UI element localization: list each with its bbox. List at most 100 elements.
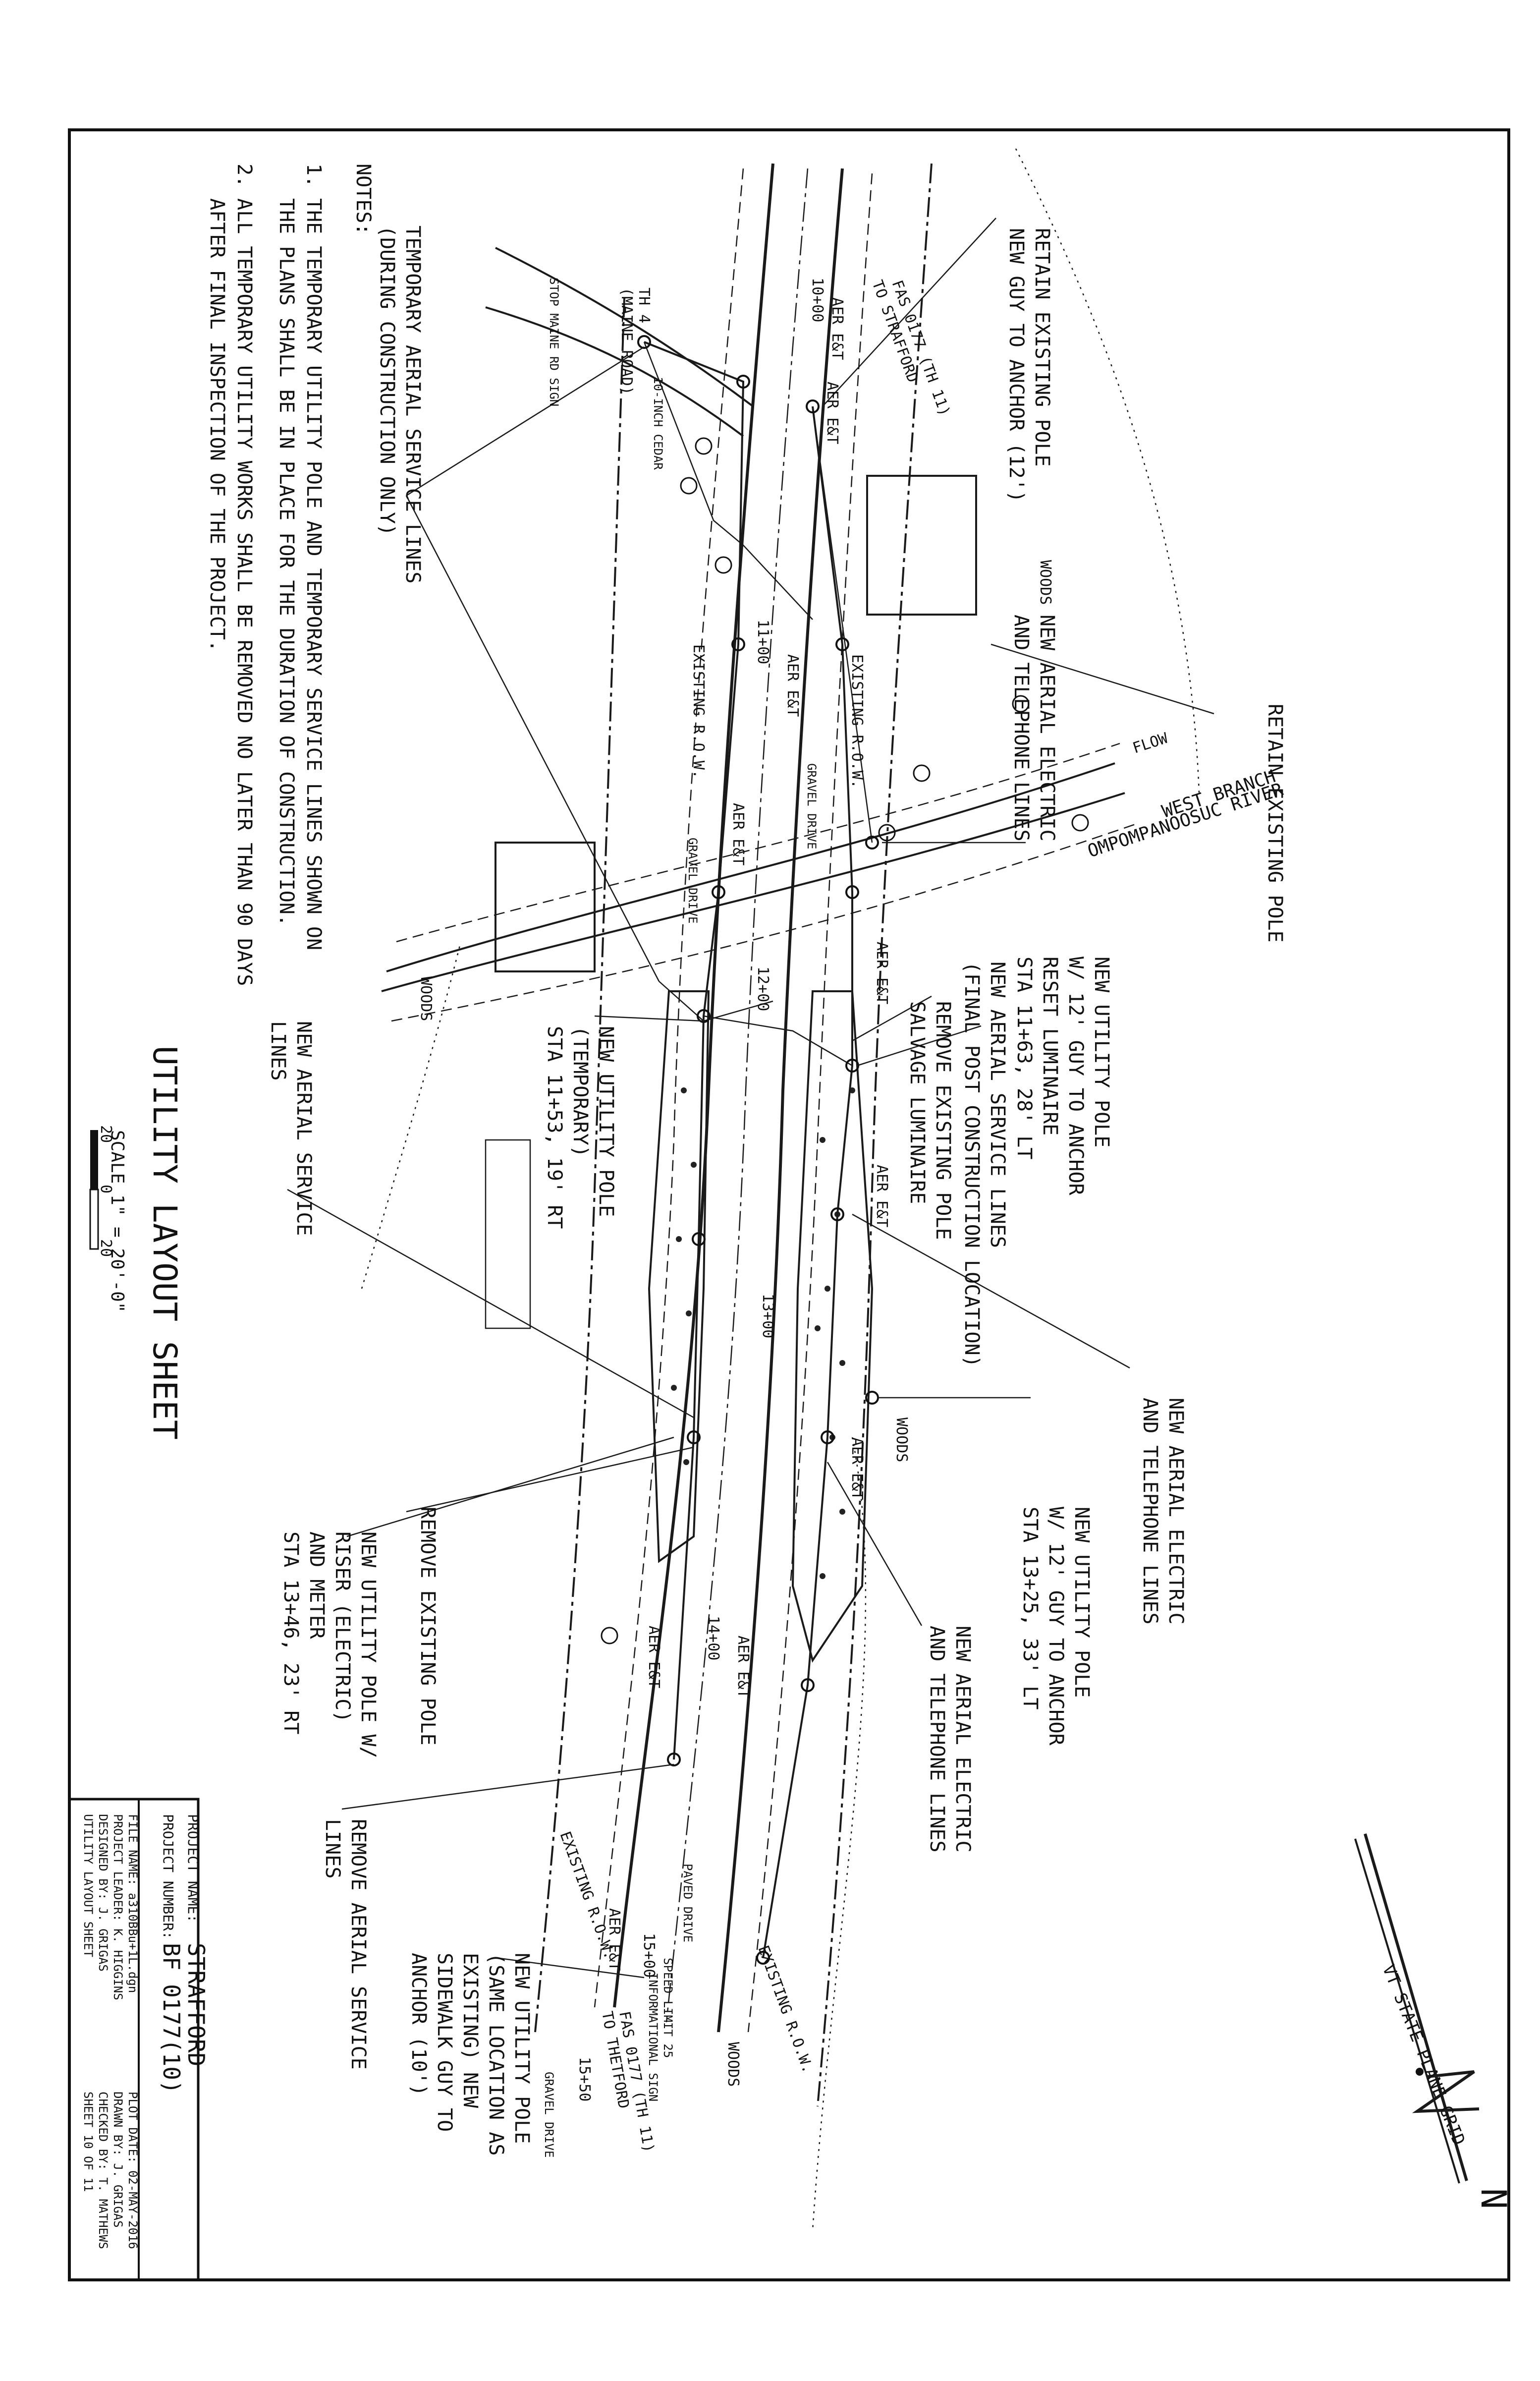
callout-line: NEW AERIAL ELECTRIC (1164, 1398, 1187, 1625)
title-block-line: PLOT DATE: 02-MAY-2016 (126, 2092, 140, 2249)
title-block-line: DRAWN BY: J. GRIGAS (111, 2092, 125, 2228)
callout-line: AND TELEPHONE LINES (1139, 1398, 1161, 1625)
callout-line: AND METER (305, 1531, 328, 1640)
callout: NEW UTILITY POLE (SAME LOCATION AS EXIST… (407, 1953, 533, 2155)
callout-line: (FINAL POST CONSTRUCTION LOCATION) (960, 962, 983, 1367)
callout: NEW AERIAL ELECTRIC AND TELEPHONE LINES (926, 1626, 974, 1853)
aer-label: AER E&T (848, 1437, 866, 1500)
callout-line: RESET LUMINAIRE (1039, 957, 1061, 1135)
title-block-line: SHEET 10 OF 11 (81, 2092, 95, 2192)
tree-lines (361, 148, 1200, 2231)
callout-line: (SAME LOCATION AS (485, 1953, 507, 2155)
callout-line: NEW AERIAL SERVICE LINES (986, 962, 1009, 1248)
callout-line: RETAIN EXISTING POLE (1031, 228, 1053, 467)
callout-line: SIDEWALK GUY TO (433, 1953, 456, 2132)
project-title-block: PROJECT NAME: STRAFFORD PROJECT NUMBER: … (68, 1798, 210, 2281)
callout: REMOVE AERIAL SERVICE LINES (321, 1819, 370, 2070)
sheet-title-block: UTILITY LAYOUT SHEET SCALE 1" = 20'-0" 2… (89, 1046, 184, 1440)
callout-line: STA 13+46, 23' RT (279, 1531, 302, 1734)
scale-tick: 20 (97, 1125, 114, 1143)
title-block-line: PROJECT LEADER: K. HIGGINS (111, 1814, 125, 2000)
note-line: THE PLANS SHALL BE IN PLACE FOR THE DURA… (275, 198, 298, 926)
callout-line: W/ 12' GUY TO ANCHOR (1045, 1507, 1067, 1746)
woods-label: WOODS (417, 976, 435, 1021)
callout: NEW UTILITY POLE W/ RISER (ELECTRIC) AND… (279, 1531, 380, 1758)
title-block-line: DESIGNED BY: J. GRIGAS (96, 1814, 110, 1972)
tree-symbols (601, 437, 1089, 1644)
station-label: 15+00 (640, 1933, 658, 1978)
callout-line: NEW UTILITY POLE W/ (357, 1531, 380, 1758)
misc-label: SPEED LIMIT 25 (661, 1958, 675, 2058)
station-label: 14+00 (705, 1616, 722, 1660)
callout-line: REMOVE EXISTING POLE (416, 1507, 439, 1746)
sheet-border (68, 128, 1510, 2281)
callout-line: STA 13+25, 33' LT (1019, 1507, 1042, 1709)
callout-line: AND TELEPHONE LINES (926, 1626, 948, 1853)
callout: REMOVE EXISTING POLE SALVAGE LUMINAIRE (906, 1001, 954, 1240)
map-labels: 10+00 11+00 12+00 13+00 14+00 15+00 15+5… (417, 278, 1286, 2157)
note-line: ALL TEMPORARY UTILITY WORKS SHALL BE REM… (233, 198, 256, 986)
scale-label: SCALE 1" = 20'-0" (107, 1130, 127, 1312)
aer-label: AER E&T (605, 1908, 623, 1971)
callout: NEW AERIAL SERVICE LINES (267, 1021, 315, 1236)
callout-line: (DURING CONSTRUCTION ONLY) (376, 226, 398, 536)
aer-label: AER E&T (824, 382, 841, 444)
callout-line: RETAIN EXISTING POLE (1264, 704, 1286, 943)
work-area-left (648, 990, 710, 1563)
river-label: FLOW (1131, 730, 1170, 757)
north-arrow: VT STATE PLANE GRID N (1354, 1833, 1514, 2209)
aer-label: AER E&T (828, 297, 846, 360)
roadway (485, 163, 873, 2033)
station-label: 13+00 (759, 1294, 776, 1338)
callout-line: STA 11+53, 19' RT (543, 1026, 566, 1229)
callout-line: TEMPORARY AERIAL SERVICE LINES (401, 226, 424, 583)
station-label: 10+00 (809, 278, 826, 322)
callout-line: REMOVE EXISTING POLE (932, 1001, 954, 1240)
sheet-title: UTILITY LAYOUT SHEET (146, 1046, 184, 1440)
note-line: THE TEMPORARY UTILITY POLE AND TEMPORARY… (302, 198, 325, 950)
callout: RETAIN EXISTING POLE NEW GUY TO ANCHOR (… (1005, 228, 1053, 503)
callout-line: NEW UTILITY POLE (1070, 1507, 1093, 1698)
misc-label: 10-INCH CEDAR (651, 377, 665, 470)
callout-line: LINES (267, 1021, 289, 1080)
callout: NEW AERIAL ELECTRIC AND TELEPHONE LINES (1010, 615, 1058, 842)
callout-line: STA 11+63, 28' LT (1013, 957, 1036, 1159)
callout-line: RISER (ELECTRIC) (331, 1531, 354, 1722)
callout-line: NEW AERIAL ELECTRIC (1036, 615, 1058, 842)
note-line: AFTER FINAL INSPECTION OF THE PROJECT. (206, 198, 228, 652)
callout-line: SALVAGE LUMINAIRE (906, 1001, 929, 1204)
callout-line: NEW AERIAL SERVICE (292, 1021, 315, 1236)
aerial-lines (643, 341, 873, 1958)
aer-label: AER E&T (645, 1626, 662, 1688)
title-block-line: FILE NAME: a310BBu+1L.dgn (126, 1814, 140, 1993)
notes: NOTES: 1. THE TEMPORARY UTILITY POLE AND… (206, 164, 375, 986)
row-label: EXISTING R.O.W. (848, 654, 866, 789)
callout-line: W/ 12' GUY TO ANCHOR (1064, 957, 1087, 1196)
callout: TEMPORARY AERIAL SERVICE LINES (DURING C… (376, 226, 424, 583)
callout-line: NEW UTILITY POLE (1090, 957, 1113, 1147)
callout: NEW UTILITY POLE (TEMPORARY) STA 11+53, … (543, 1026, 617, 1229)
station-label: 11+00 (754, 620, 771, 664)
callout-line: LINES (321, 1819, 344, 1878)
misc-label: PAVED DRIVE (681, 1864, 695, 1942)
misc-label: GRAVEL DRIVE (805, 763, 819, 849)
aer-label: AER E&T (873, 942, 890, 1004)
callout: NEW AERIAL SERVICE LINES (FINAL POST CON… (960, 962, 1009, 1367)
project-name-label: PROJECT NAME: (185, 1814, 201, 1923)
title-block-line: UTILITY LAYOUT SHEET (81, 1814, 95, 1957)
project-name: STRAFFORD (183, 1943, 210, 2066)
north-letter: N (1473, 2188, 1514, 2209)
callout-line: NEW AERIAL ELECTRIC (951, 1626, 974, 1853)
aer-label: AER E&T (873, 1165, 890, 1227)
aer-label: AER E&T (729, 803, 747, 865)
leader-lines (287, 218, 1214, 1979)
road-label: TH 4 (635, 287, 653, 323)
callout: NEW UTILITY POLE W/ 12' GUY TO ANCHOR ST… (1019, 1507, 1093, 1746)
callout-line: NEW GUY TO ANCHOR (12') (1005, 228, 1028, 503)
aer-label: AER E&T (734, 1636, 752, 1698)
misc-label: GRAVEL DRIVE (542, 2072, 556, 2157)
misc-label: STOP MAINE RD SIGN (547, 278, 561, 406)
callout-line: EXISTING) NEW (459, 1953, 482, 2108)
notes-heading: NOTES: (352, 164, 375, 235)
